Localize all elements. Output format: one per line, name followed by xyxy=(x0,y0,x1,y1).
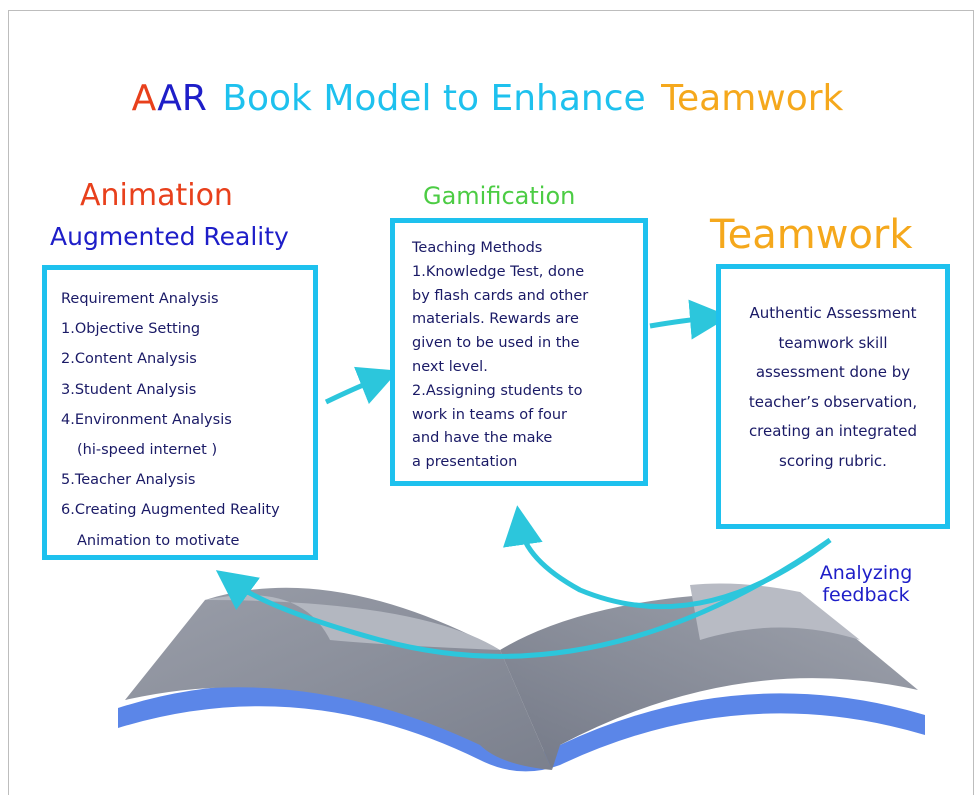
book-page-curl-left xyxy=(205,595,500,650)
middle-line: given to be used in the xyxy=(412,335,580,352)
left-line: Animation to motivate xyxy=(77,532,240,549)
heading-augmented-reality: Augmented Reality xyxy=(50,222,289,251)
middle-line: 1.Knowledge Test, done xyxy=(412,263,585,280)
right-line: assessment done by xyxy=(755,363,911,381)
right-line: Authentic Assessment xyxy=(749,304,917,322)
title-teamwork: Teamwork xyxy=(661,78,844,119)
book-right-page xyxy=(500,591,918,770)
feedback-line-2: feedback xyxy=(822,584,910,606)
title-book-model: Book Model to Enhance xyxy=(222,78,646,119)
feedback-line-1: Analyzing xyxy=(819,562,913,584)
middle-line: 2.Assigning students to xyxy=(412,382,583,399)
left-line: (hi-speed internet ) xyxy=(77,442,218,459)
left-line: 5.Teacher Analysis xyxy=(61,472,196,489)
arrow-feedback-to-left xyxy=(215,537,832,659)
middle-line: Teaching Methods xyxy=(412,240,543,256)
left-line: 6.Creating Augmented Reality xyxy=(61,502,280,519)
heading-animation: Animation xyxy=(80,178,233,213)
box-requirement-analysis: Requirement Analysis 1.Objective Setting… xyxy=(42,265,318,560)
left-line: 1.Objective Setting xyxy=(61,321,201,338)
right-line: teacher’s observation, xyxy=(748,392,918,411)
arrow-to-teamwork xyxy=(649,299,730,340)
middle-line: by flash cards and other xyxy=(412,287,589,304)
book-cover xyxy=(118,685,925,772)
middle-line: work in teams of four xyxy=(412,406,568,423)
right-line: scoring rubric. xyxy=(779,451,887,470)
left-line: 2.Content Analysis xyxy=(61,351,197,368)
arrow-to-gamification xyxy=(324,366,399,405)
title-a: A xyxy=(131,78,158,119)
left-line: 3.Student Analysis xyxy=(61,381,197,398)
heading-gamification: Gamification xyxy=(423,182,576,210)
middle-line: materials. Rewards are xyxy=(412,311,579,328)
left-line: Requirement Analysis xyxy=(61,291,219,307)
left-line: 4.Environment Analysis xyxy=(61,411,232,428)
feedback-label: Analyzing feedback xyxy=(806,562,926,606)
right-line: creating an integrated xyxy=(748,422,918,440)
box-authentic-assessment: Authentic Assessment teamwork skill asse… xyxy=(716,264,950,529)
diagram-frame xyxy=(8,10,974,795)
heading-teamwork: Teamwork xyxy=(710,212,913,258)
right-line: teamwork skill xyxy=(778,333,888,352)
diagram-title: AAR Book Model to Enhance Teamwork xyxy=(0,78,975,119)
middle-line: next level. xyxy=(412,358,488,375)
middle-line: a presentation xyxy=(412,454,518,471)
title-ar: AR xyxy=(157,78,207,119)
box-teaching-methods: Teaching Methods 1.Knowledge Test, done … xyxy=(390,218,648,486)
middle-line: and have the make xyxy=(412,430,553,447)
